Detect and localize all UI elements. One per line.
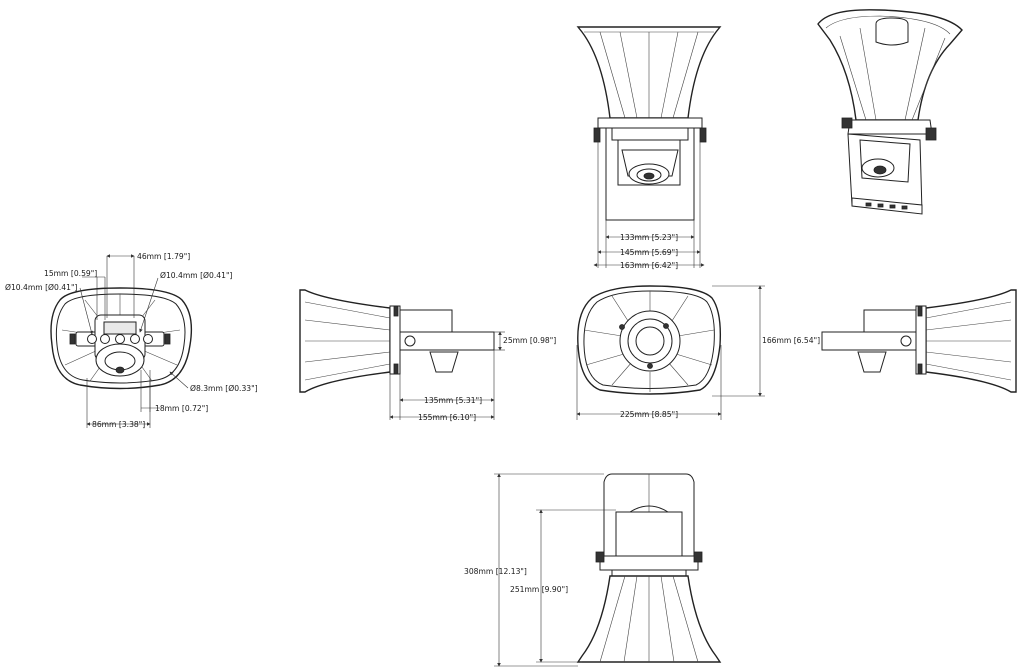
- dim-bracket-depth: 135mm [5.31"]: [424, 396, 482, 405]
- dim-body-height: 251mm [9.90"]: [510, 585, 568, 594]
- dim-overall-height: 308mm [12.13"]: [464, 567, 527, 576]
- dim-small-hole: Ø8.3mm [Ø0.33"]: [190, 384, 258, 393]
- top-view: 308mm [12.13"] 251mm [9.90"]: [464, 473, 722, 667]
- dim-offset: 18mm [0.72"]: [155, 404, 208, 413]
- dim-hole-side: Ø10.4mm [Ø0.41"]: [5, 283, 77, 292]
- front-elevation-view: 133mm [5.23"] 145mm [5.69"] 163mm [6.42"…: [576, 26, 722, 270]
- dim-inner-width: 133mm [5.23"]: [620, 233, 678, 242]
- side-view: 25mm [0.98"] 135mm [5.31"] 155mm [6.10"]: [299, 289, 556, 422]
- dim-bracket-width: 145mm [5.69"]: [620, 248, 678, 257]
- dim-base-width: 86mm [3.38"]: [92, 420, 145, 429]
- isometric-view: [817, 9, 963, 215]
- dim-overall-width: 163mm [6.42"]: [620, 261, 678, 270]
- dim-mount-width: 46mm [1.79"]: [137, 252, 190, 261]
- dim-overall-depth: 155mm [6.10"]: [418, 413, 476, 422]
- dim-bracket-height: 25mm [0.98"]: [503, 336, 556, 345]
- dim-mouth-width: 225mm [8.85"]: [620, 410, 678, 419]
- side-view-mirrored: [821, 289, 1017, 393]
- dim-mouth-height: 166mm [6.54"]: [762, 336, 820, 345]
- rear-view: 46mm [1.79"] 15mm [0.59"] Ø10.4mm [Ø0.41…: [5, 252, 258, 429]
- mouth-view: 166mm [6.54"] 225mm [8.85"]: [576, 285, 820, 420]
- dim-slot-spacing: 15mm [0.59"]: [44, 269, 97, 278]
- dim-hole-top: Ø10.4mm [Ø0.41"]: [160, 271, 232, 280]
